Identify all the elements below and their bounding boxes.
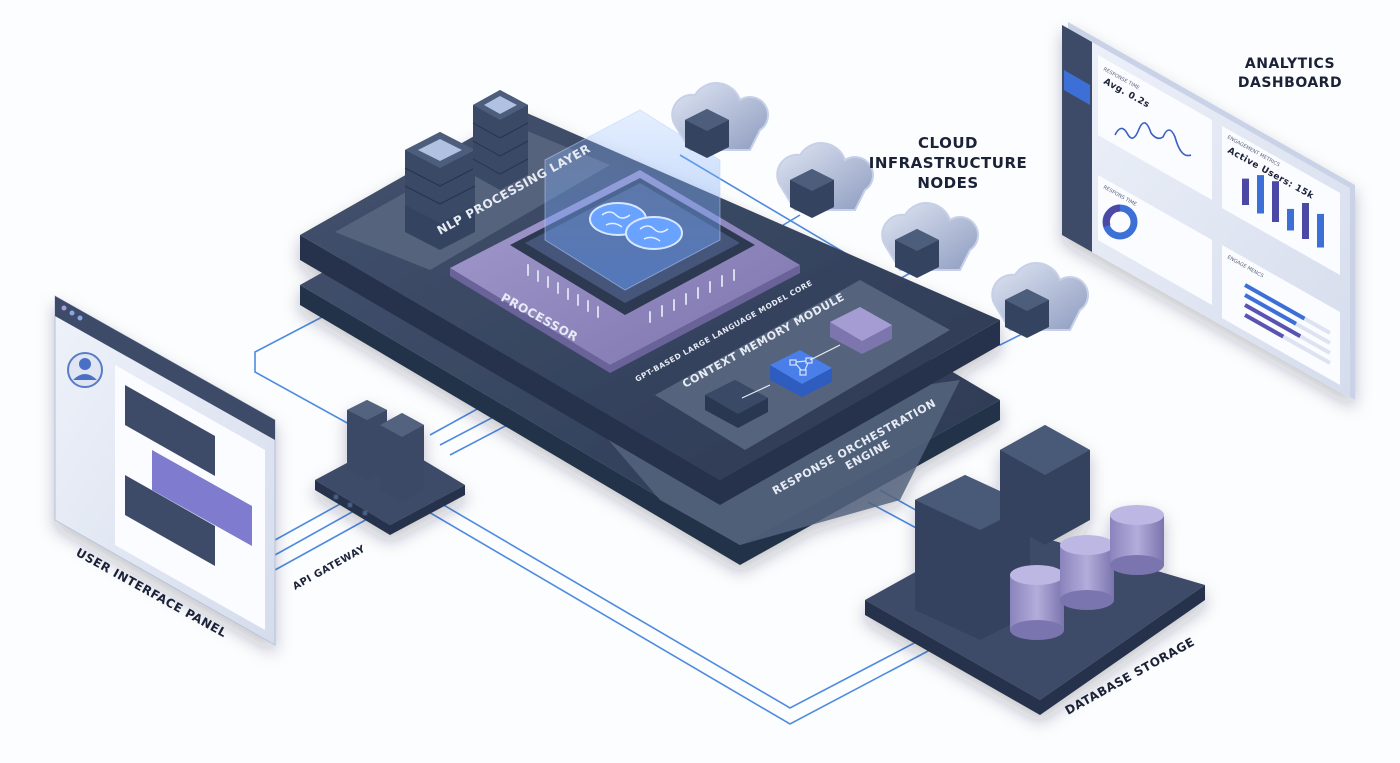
- cloud-label-2: INFRASTRUCTURE: [869, 154, 1028, 172]
- cloud-node: [776, 142, 874, 218]
- nlp-server-stack: [404, 90, 529, 250]
- analytics-label-2: DASHBOARD: [1238, 75, 1342, 91]
- network-icon: [789, 357, 813, 376]
- engagement-bar: [1242, 178, 1249, 205]
- dashboard-sidebar: [1062, 25, 1092, 252]
- wire-ui-to-top: [254, 291, 379, 441]
- response-line: [1114, 122, 1192, 157]
- engage-bar: [1244, 293, 1297, 326]
- engage-bar: [1244, 303, 1302, 338]
- window-dot: [69, 310, 75, 316]
- cloud-node: [671, 82, 769, 158]
- engage-bar: [1244, 313, 1285, 339]
- context-memory-blocks: [705, 307, 892, 428]
- chip-pins: [527, 264, 735, 323]
- database-cylinder: [1110, 505, 1164, 575]
- wire-orch-db-1: [867, 501, 921, 531]
- server-stack-right: [472, 90, 529, 190]
- orchestration-slab-side: [300, 285, 1000, 565]
- ui-titlebar: [55, 296, 275, 440]
- cloud-node: [881, 202, 979, 278]
- message-incoming: [125, 475, 215, 566]
- glass-cube: [544, 109, 721, 291]
- database-cylinder: [1010, 565, 1064, 640]
- response-card: [1098, 55, 1212, 200]
- user-interface-panel: [54, 295, 276, 646]
- engagement-bars: [1242, 175, 1324, 248]
- api-gateway: [315, 400, 465, 535]
- wire-ui-gateway-3: [274, 511, 381, 571]
- processor-chip: [450, 109, 800, 373]
- window-dot: [77, 315, 83, 321]
- analytics-label-1: ANALYTICS: [1245, 56, 1335, 72]
- engage-rows: [1244, 283, 1331, 365]
- engagement-bar: [1317, 213, 1324, 248]
- engagement-bar: [1257, 175, 1264, 214]
- server-tower: [347, 400, 387, 480]
- engagement-card: [1222, 126, 1340, 275]
- brain-icon: [589, 202, 683, 250]
- engagement-bar: [1287, 208, 1294, 231]
- cloud-label-1: CLOUD: [918, 134, 978, 152]
- database-cylinder: [1060, 535, 1114, 610]
- window-dot: [61, 305, 67, 311]
- server-stack-left: [404, 132, 476, 250]
- cloud-nodes: [671, 82, 1089, 338]
- message-incoming: [125, 385, 215, 476]
- engagement-bar: [1302, 203, 1309, 239]
- upper-slab-side: [300, 235, 1000, 505]
- analytics-dashboard: [1062, 22, 1355, 400]
- engage-bar: [1244, 283, 1306, 321]
- cloud-node: [991, 262, 1089, 338]
- server-tower: [380, 413, 424, 502]
- wire-gateway-db-1: [434, 499, 921, 709]
- wire-gateway-db-2: [421, 507, 931, 725]
- message-outgoing: [152, 450, 252, 546]
- cloud-label-3: NODES: [917, 174, 978, 192]
- engagement-bar: [1272, 181, 1279, 222]
- sidebar-active: [1064, 70, 1090, 105]
- api-gateway-label: API GATEWAY: [291, 544, 368, 593]
- database-storage: [865, 425, 1205, 715]
